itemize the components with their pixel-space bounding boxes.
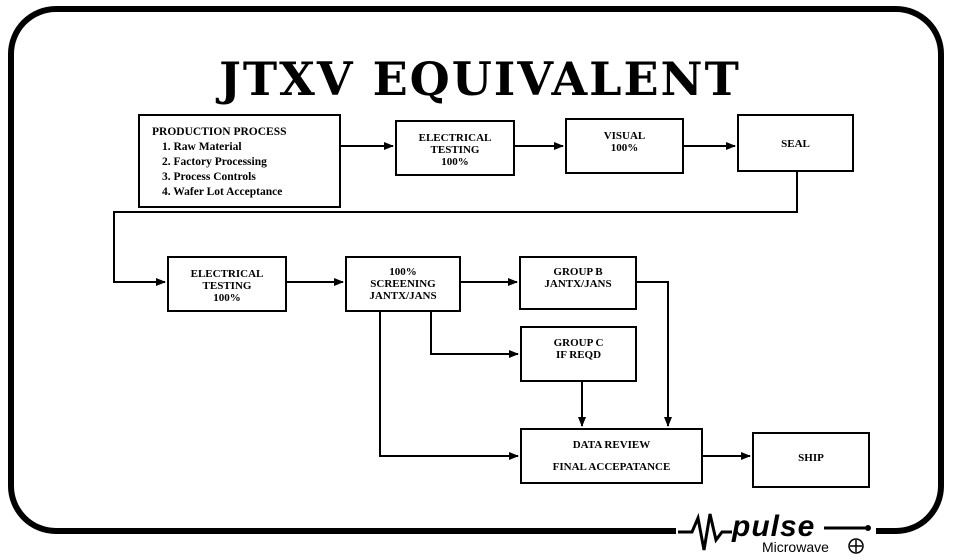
seal-box: SEAL <box>737 114 854 172</box>
box-line: SEAL <box>781 138 810 150</box>
box-line: FINAL ACCEPATANCE <box>552 461 671 473</box>
box-line: 100% <box>610 142 639 154</box>
pulse-waveform-icon <box>678 512 871 554</box>
box-line: JANTX/JANS <box>369 290 437 302</box>
pulse-microwave-logo: pulse Microwave <box>676 510 876 556</box>
electrical-testing-box-top: ELECTRICAL TESTING 100% <box>395 120 515 176</box>
box-line: 100% <box>389 266 417 278</box>
page-title: JTXV EQUIVALENT <box>219 52 741 106</box>
production-step: 4. Wafer Lot Acceptance <box>162 186 283 198</box>
data-review-box: DATA REVIEW FINAL ACCEPATANCE <box>520 428 703 484</box>
group-c-box: GROUP C IF REQD <box>520 326 637 382</box>
production-process-box: PRODUCTION PROCESS 1. Raw Material 2. Fa… <box>138 114 341 208</box>
box-line: 100% <box>441 156 469 168</box>
box-line: ELECTRICAL <box>418 132 492 144</box>
slide-frame <box>8 6 944 534</box>
box-line: SHIP <box>798 452 824 464</box>
box-line: VISUAL <box>603 130 646 142</box>
group-b-box: GROUP B JANTX/JANS <box>519 256 637 310</box>
logo-wordmark: pulse <box>732 510 816 543</box>
ship-box: SHIP <box>752 432 870 488</box>
box-line: GROUP C <box>553 337 604 349</box>
production-step: 3. Process Controls <box>162 171 256 183</box>
box-line: DATA REVIEW <box>572 439 651 451</box>
box-line: TESTING <box>202 280 252 292</box>
box-line: JANTX/JANS <box>544 278 612 290</box>
arrow-screening-to-groupc <box>430 312 519 358</box>
screening-box: 100% SCREENING JANTX/JANS <box>345 256 461 312</box>
arrow-screening-to-review <box>379 312 519 460</box>
production-step: 1. Raw Material <box>162 141 242 153</box>
box-line: SCREENING <box>370 278 436 290</box>
box-line: ELECTRICAL <box>190 268 264 280</box>
arrow-seal-to-electrical <box>113 172 798 286</box>
box-line: TESTING <box>430 144 480 156</box>
box-line: 100% <box>213 292 241 304</box>
production-step: 2. Factory Processing <box>162 156 267 168</box>
visual-box: VISUAL 100% <box>565 118 684 174</box>
box-line: IF REQD <box>555 349 602 361</box>
electrical-testing-box-bottom: ELECTRICAL TESTING 100% <box>167 256 287 312</box>
production-process-heading: PRODUCTION PROCESS <box>152 126 287 138</box>
logo-subtitle: Microwave <box>762 539 829 555</box>
arrow-groupb-to-review <box>636 281 672 427</box>
box-line: GROUP B <box>553 266 603 278</box>
